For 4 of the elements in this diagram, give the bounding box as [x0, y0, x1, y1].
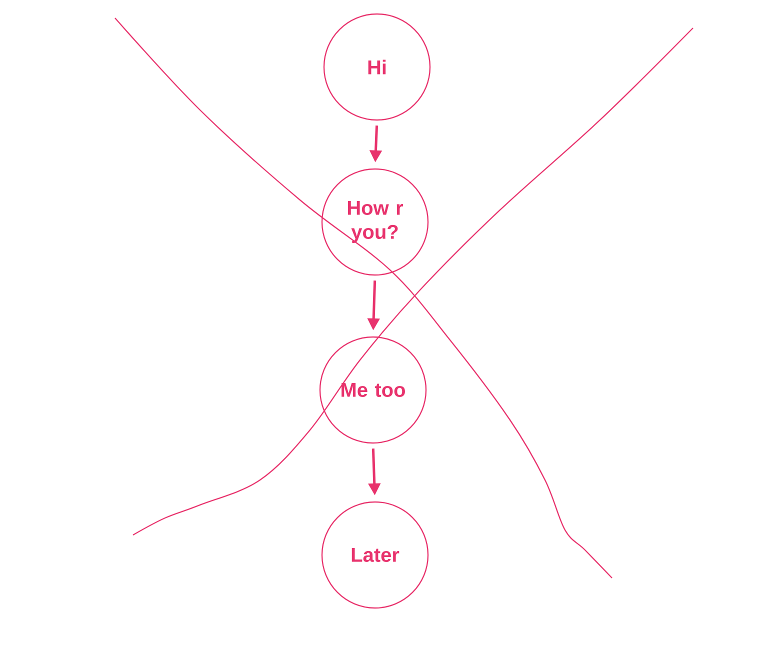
circle-node: Later: [321, 501, 429, 609]
circle-node: How r you?: [321, 168, 429, 276]
circle-node: Hi: [323, 13, 431, 121]
circle-node: Me too: [319, 336, 427, 444]
